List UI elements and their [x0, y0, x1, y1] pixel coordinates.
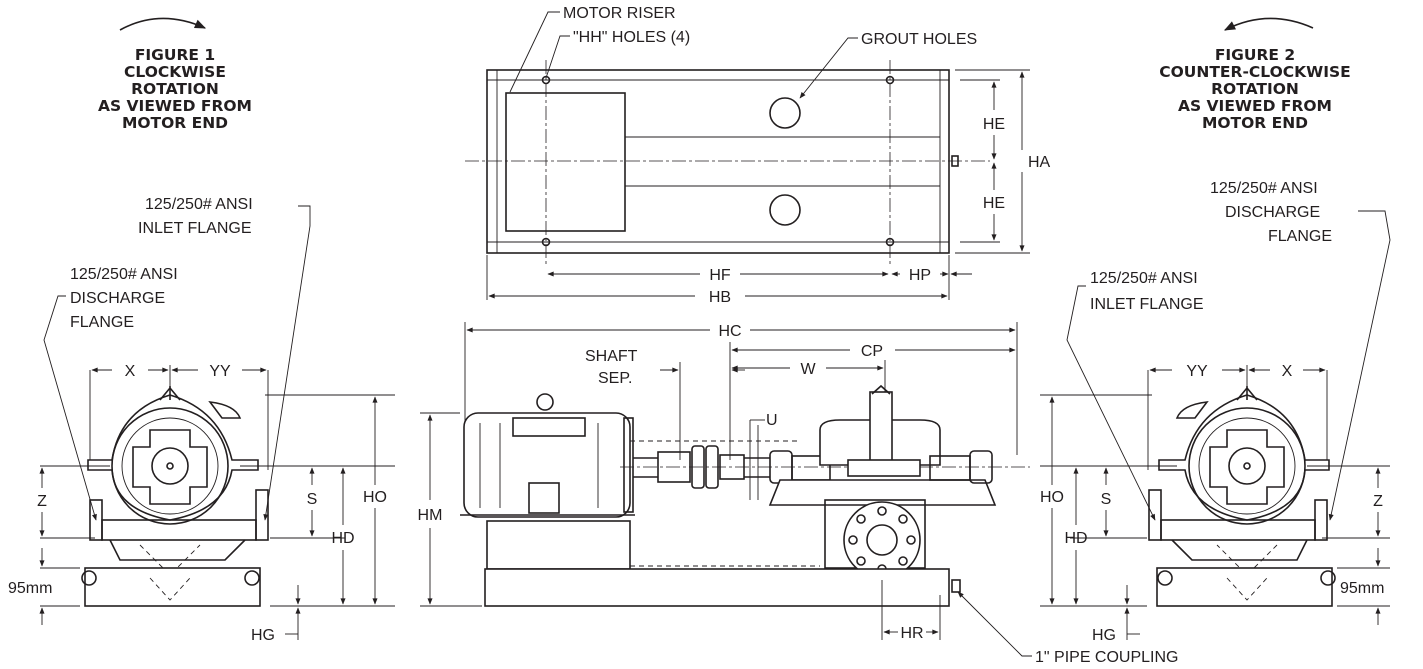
- left-z-label: Z: [37, 493, 47, 510]
- right-discharge-flange-line-1: 125/250# ANSI: [1210, 180, 1318, 197]
- top-view: MOTOR RISER "HH" HOLES (4) GROUT HOLES H…: [465, 5, 1051, 306]
- left-discharge-flange-line-2: DISCHARGE: [70, 290, 165, 307]
- left-yy-label: YY: [209, 363, 231, 380]
- figure-2-line-2: COUNTER-CLOCKWISE: [1159, 63, 1351, 81]
- cp-label: CP: [861, 343, 883, 360]
- right-s-label: S: [1101, 491, 1112, 508]
- left-baseplate: [84, 567, 261, 607]
- right-hg-label: HG: [1092, 627, 1116, 644]
- figure-1-caption: FIGURE 1 CLOCKWISE ROTATION AS VIEWED FR…: [98, 17, 252, 132]
- left-discharge-flange-line-3: FLANGE: [70, 314, 134, 331]
- motor-body: [463, 412, 631, 518]
- right-base-height-label: 95mm: [1340, 580, 1384, 597]
- hh-hole-4: [885, 237, 895, 247]
- left-end-view: X YY Z S HD: [8, 196, 395, 644]
- baseplate-side: [484, 568, 950, 607]
- hr-label: HR: [900, 625, 923, 642]
- right-baseplate: [1156, 567, 1333, 607]
- hh-hole-3: [541, 237, 551, 247]
- hh-hole-2: [885, 75, 895, 85]
- grout-hole-2: [769, 194, 801, 226]
- clockwise-arrow-icon: [119, 17, 207, 31]
- u-label: U: [766, 412, 778, 429]
- inlet-flange-face: [843, 501, 921, 579]
- he-upper-label: HE: [983, 116, 1005, 133]
- left-inlet-flange-line-2: INLET FLANGE: [138, 220, 252, 237]
- right-z-label: Z: [1373, 493, 1383, 510]
- hh-holes-label: "HH" HOLES (4): [573, 29, 690, 46]
- right-x-label: X: [1282, 363, 1293, 380]
- left-discharge-flange-line-1: 125/250# ANSI: [70, 266, 178, 283]
- figure-1-line-5: MOTOR END: [122, 114, 228, 132]
- hp-label: HP: [909, 267, 931, 284]
- right-hd-label: HD: [1064, 530, 1087, 547]
- left-inlet-flange-line-1: 125/250# ANSI: [145, 196, 253, 213]
- counter-clockwise-arrow-icon: [1224, 17, 1314, 31]
- figure-1-line-1: FIGURE 1: [135, 46, 215, 64]
- ha-label: HA: [1028, 154, 1051, 171]
- figure-1-line-2: CLOCKWISE: [124, 63, 226, 81]
- right-end-view: YY X Z S HD: [1040, 180, 1391, 644]
- hf-label: HF: [709, 267, 731, 284]
- pump-lower-casing: [768, 479, 997, 506]
- shaft-sep-label-1: SHAFT: [585, 348, 638, 365]
- w-label: W: [800, 361, 816, 378]
- figure-2-line-4: AS VIEWED FROM: [1178, 97, 1332, 115]
- motor-riser-side: [486, 520, 631, 570]
- pipe-coupling-icon: [951, 579, 961, 593]
- right-discharge-flange-line-2: DISCHARGE: [1225, 204, 1320, 221]
- right-inlet-flange-line-2: INLET FLANGE: [1090, 296, 1204, 313]
- right-ho-label: HO: [1040, 489, 1064, 506]
- motor-riser: [505, 92, 626, 232]
- hc-label: HC: [718, 323, 741, 340]
- left-x-label: X: [125, 363, 136, 380]
- left-hg-label: HG: [251, 627, 275, 644]
- right-discharge-flange-line-3: FLANGE: [1268, 228, 1332, 245]
- motor-riser-label: MOTOR RISER: [563, 5, 676, 22]
- figure-2-caption: FIGURE 2 COUNTER-CLOCKWISE ROTATION AS V…: [1159, 17, 1351, 132]
- figure-2-line-5: MOTOR END: [1202, 114, 1308, 132]
- left-ho-label: HO: [363, 489, 387, 506]
- shaft-sep-label-2: SEP.: [598, 370, 632, 387]
- figure-1-line-4: AS VIEWED FROM: [98, 97, 252, 115]
- figure-1-line-3: ROTATION: [131, 80, 219, 98]
- motor-junction-box: [528, 482, 560, 514]
- pipe-coupling-label: 1" PIPE COUPLING: [1035, 649, 1179, 666]
- side-view: HC CP W SHAFT SEP. U: [418, 322, 1179, 666]
- lifting-eye-icon: [536, 393, 554, 411]
- hm-label: HM: [418, 507, 443, 524]
- right-inlet-flange-line-1: 125/250# ANSI: [1090, 270, 1198, 287]
- left-base-height-label: 95mm: [8, 580, 52, 597]
- baseplate-outline: [486, 69, 950, 254]
- figure-2-line-1: FIGURE 2: [1215, 46, 1295, 64]
- left-s-label: S: [307, 491, 318, 508]
- right-yy-label: YY: [1186, 363, 1208, 380]
- left-pump-casing: [87, 394, 259, 521]
- hh-hole-1: [541, 75, 551, 85]
- hb-label: HB: [709, 289, 731, 306]
- left-hd-label: HD: [331, 530, 354, 547]
- grout-hole-1: [769, 97, 801, 129]
- he-lower-label: HE: [983, 195, 1005, 212]
- figure-2-line-3: ROTATION: [1211, 80, 1299, 98]
- grout-holes-label: GROUT HOLES: [861, 31, 977, 48]
- right-pump-casing: [1158, 394, 1330, 521]
